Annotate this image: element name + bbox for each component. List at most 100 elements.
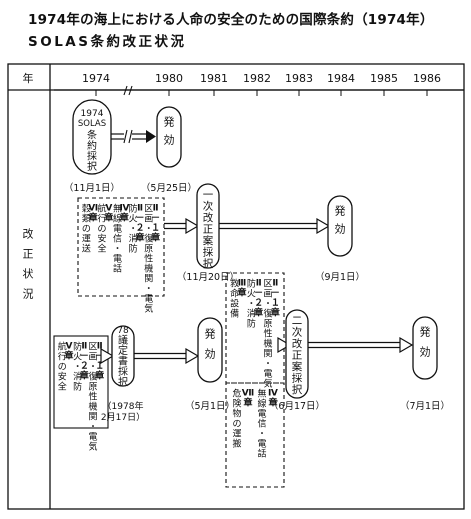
- title-line-2: SOLAS条約改正状況: [28, 34, 187, 50]
- year-label: 1974: [82, 72, 110, 85]
- svg-text:画: 画: [263, 289, 272, 300]
- svg-text:効: 効: [205, 346, 216, 360]
- svg-text:・: ・: [88, 363, 97, 373]
- svg-text:無: 無: [113, 203, 122, 215]
- svg-text:Ⅳ: Ⅳ: [119, 204, 129, 214]
- svg-text:命: 命: [230, 288, 239, 300]
- svg-text:機: 機: [88, 401, 97, 413]
- event-oval-amend2: [285, 309, 309, 399]
- svg-text:防: 防: [129, 203, 138, 215]
- year-label: 1986: [413, 72, 441, 85]
- svg-text:険: 険: [232, 399, 241, 410]
- svg-text:案: 案: [292, 360, 303, 373]
- svg-text:原: 原: [263, 319, 272, 330]
- svg-text:・: ・: [263, 300, 272, 310]
- svg-text:採: 採: [292, 371, 303, 384]
- svg-text:気: 気: [144, 303, 153, 315]
- svg-text:無: 無: [257, 388, 266, 400]
- chapter-number: Ⅱ－２章: [136, 204, 145, 244]
- svg-text:消: 消: [129, 233, 138, 245]
- svg-text:気: 気: [88, 441, 97, 453]
- svg-text:択: 択: [87, 160, 97, 173]
- svg-text:防: 防: [73, 381, 82, 393]
- svg-text:電: 電: [257, 409, 266, 420]
- arrow-amendment-1-to-effect: [219, 217, 331, 235]
- svg-text:１: １: [95, 361, 104, 372]
- arrow-protocol-to-effect: [134, 347, 200, 365]
- svg-text:搬: 搬: [232, 438, 241, 450]
- svg-text:の: の: [58, 363, 67, 373]
- svg-text:の: の: [232, 420, 241, 430]
- svg-text:２: ２: [136, 223, 145, 234]
- year-label: 1981: [200, 72, 228, 85]
- event-date: （11月20日）: [177, 271, 239, 283]
- svg-text:採: 採: [87, 150, 97, 163]
- svg-text:効: 効: [164, 132, 175, 146]
- svg-text:択: 択: [292, 383, 303, 396]
- chapter-number: Ⅱ－１章: [271, 279, 280, 319]
- event-text: 1974: [81, 109, 104, 119]
- svg-text:航: 航: [58, 341, 67, 353]
- svg-text:効: 効: [335, 221, 346, 235]
- svg-text:発: 発: [420, 324, 431, 338]
- svg-text:Ⅴ: Ⅴ: [66, 342, 73, 352]
- svg-text:－: －: [136, 214, 145, 224]
- svg-text:－: －: [254, 289, 263, 299]
- svg-text:発: 発: [164, 114, 175, 128]
- svg-text:次: 次: [292, 325, 303, 338]
- svg-text:章: 章: [89, 212, 98, 224]
- svg-text:電: 電: [113, 254, 122, 265]
- event-oval-effect1980: [156, 106, 182, 168]
- svg-text:行: 行: [97, 213, 106, 225]
- svg-text:章: 章: [151, 232, 160, 244]
- svg-text:改: 改: [23, 226, 34, 240]
- svg-text:画: 画: [144, 214, 153, 225]
- svg-text:・: ・: [247, 300, 256, 310]
- arrow-box-to-amendment-1: [164, 217, 200, 235]
- svg-text:気: 気: [263, 378, 272, 390]
- svg-text:Ⅶ: Ⅶ: [242, 389, 254, 399]
- svg-text:－: －: [95, 352, 104, 362]
- svg-text:信: 信: [257, 418, 266, 430]
- year-label: 1983: [285, 72, 313, 85]
- svg-text:・: ・: [263, 360, 272, 370]
- svg-text:発: 発: [205, 326, 216, 340]
- row-label-amendment-status: 改正状況: [23, 226, 34, 300]
- svg-text:択: 択: [203, 257, 214, 270]
- chapter-number: Ⅴ章: [65, 342, 74, 362]
- year-label: 1982: [243, 72, 271, 85]
- chapter-number: Ⅴ章: [104, 204, 113, 224]
- svg-text:防: 防: [129, 243, 138, 255]
- svg-text:１: １: [271, 298, 280, 309]
- svg-text:火: 火: [247, 289, 256, 300]
- svg-text:線: 線: [113, 213, 122, 225]
- svg-text:原: 原: [88, 382, 97, 393]
- arrow-adoption-to-effect: [111, 129, 156, 144]
- svg-text:区: 区: [263, 279, 272, 290]
- svg-text:改: 改: [203, 211, 214, 224]
- svg-text:行: 行: [58, 351, 67, 363]
- svg-text:２: ２: [80, 361, 89, 372]
- svg-text:章: 章: [95, 370, 104, 382]
- event-date: （5月1日）: [185, 400, 235, 412]
- event-date: （1978年: [103, 400, 144, 412]
- svg-text:安: 安: [58, 371, 67, 383]
- svg-text:機: 機: [263, 338, 272, 350]
- svg-text:原: 原: [144, 244, 153, 255]
- svg-text:設: 設: [230, 298, 239, 310]
- svg-text:－: －: [80, 352, 89, 362]
- svg-text:章: 章: [136, 232, 145, 244]
- svg-text:送: 送: [82, 243, 91, 255]
- chapter-number: Ⅳ章: [119, 204, 129, 224]
- svg-text:関: 関: [88, 412, 97, 423]
- event-text: 発効: [205, 326, 216, 360]
